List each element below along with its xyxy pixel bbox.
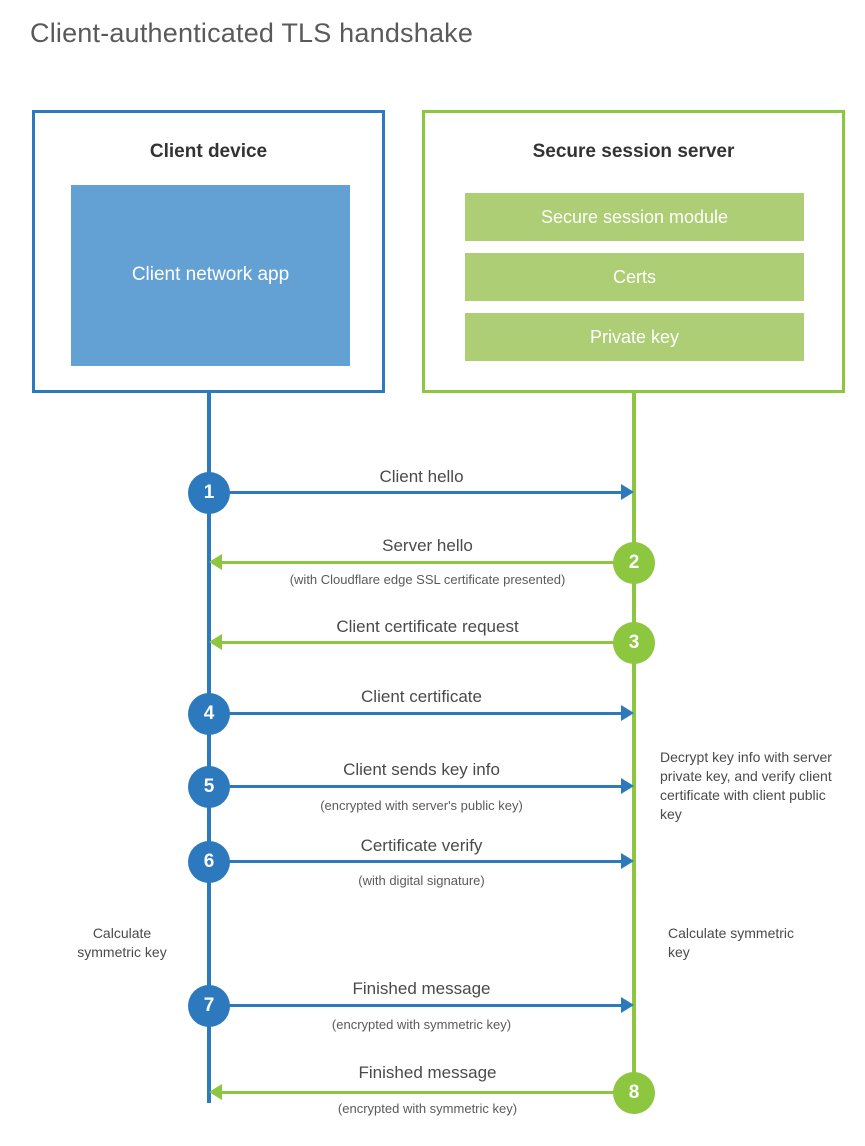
step-5-arrow-head-icon — [621, 778, 634, 794]
step-7-circle: 7 — [188, 985, 230, 1027]
step-8-circle: 8 — [613, 1072, 655, 1114]
step-3-arrow-head-icon — [209, 634, 222, 650]
client-device-title: Client device — [149, 141, 268, 162]
step-5-circle: 5 — [188, 766, 230, 808]
step-3-circle: 3 — [613, 622, 655, 664]
client-calculate-symmetric-key-note: Calculate symmetric key — [77, 925, 167, 960]
server-decrypt-note: Decrypt key info with server private key… — [660, 749, 832, 822]
step-7-arrow-head-icon — [621, 997, 634, 1013]
step-7-label: Finished message — [352, 979, 491, 998]
secure-session-server-title: Secure session server — [532, 141, 735, 162]
step-5-sublabel: (encrypted with server's public key) — [320, 798, 523, 813]
step-4-arrow-head-icon — [621, 705, 634, 721]
server-calculate-symmetric-key-note: Calculate symmetric key — [668, 925, 795, 960]
step-3-arrow-line — [222, 641, 634, 644]
step-1-label: Client hello — [379, 467, 464, 486]
step-2-arrow-line — [222, 561, 634, 564]
private-key-block: Private key — [465, 313, 804, 361]
step-1-circle: 1 — [188, 472, 230, 514]
step-3-label: Client certificate request — [336, 617, 519, 636]
step-5-arrow-line — [209, 785, 621, 788]
step-6-arrow-line — [209, 860, 621, 863]
step-4-label: Client certificate — [361, 687, 482, 706]
step-8-label: Finished message — [358, 1063, 497, 1082]
client-device-box: Client device Client network app — [32, 110, 385, 393]
step-6-circle: 6 — [188, 841, 230, 883]
step-6-label: Certificate verify — [360, 836, 483, 855]
step-6-arrow-head-icon — [621, 853, 634, 869]
step-7-sublabel: (encrypted with symmetric key) — [331, 1017, 512, 1032]
step-6-sublabel: (with digital signature) — [358, 873, 485, 888]
client-lifeline — [207, 393, 211, 1103]
client-network-app-block: Client network app — [71, 185, 350, 366]
page-title: Client-authenticated TLS handshake — [30, 18, 474, 48]
step-8-arrow-line — [222, 1091, 634, 1094]
step-2-sublabel: (with Cloudflare edge SSL certificate pr… — [289, 572, 566, 587]
secure-session-module-block: Secure session module — [465, 193, 804, 241]
step-1-arrow-head-icon — [621, 484, 634, 500]
step-4-arrow-line — [209, 712, 621, 715]
step-8-sublabel: (encrypted with symmetric key) — [337, 1101, 518, 1116]
server-lifeline — [632, 393, 636, 1093]
step-5-label: Client sends key info — [343, 760, 500, 779]
step-7-arrow-line — [209, 1004, 621, 1007]
step-2-label: Server hello — [382, 536, 473, 555]
step-2-arrow-head-icon — [209, 554, 222, 570]
step-8-arrow-head-icon — [209, 1084, 222, 1100]
step-4-circle: 4 — [188, 693, 230, 735]
certs-block: Certs — [465, 253, 804, 301]
step-1-arrow-line — [209, 491, 621, 494]
step-2-circle: 2 — [613, 542, 655, 584]
secure-session-server-box: Secure session server Secure session mod… — [422, 110, 845, 393]
